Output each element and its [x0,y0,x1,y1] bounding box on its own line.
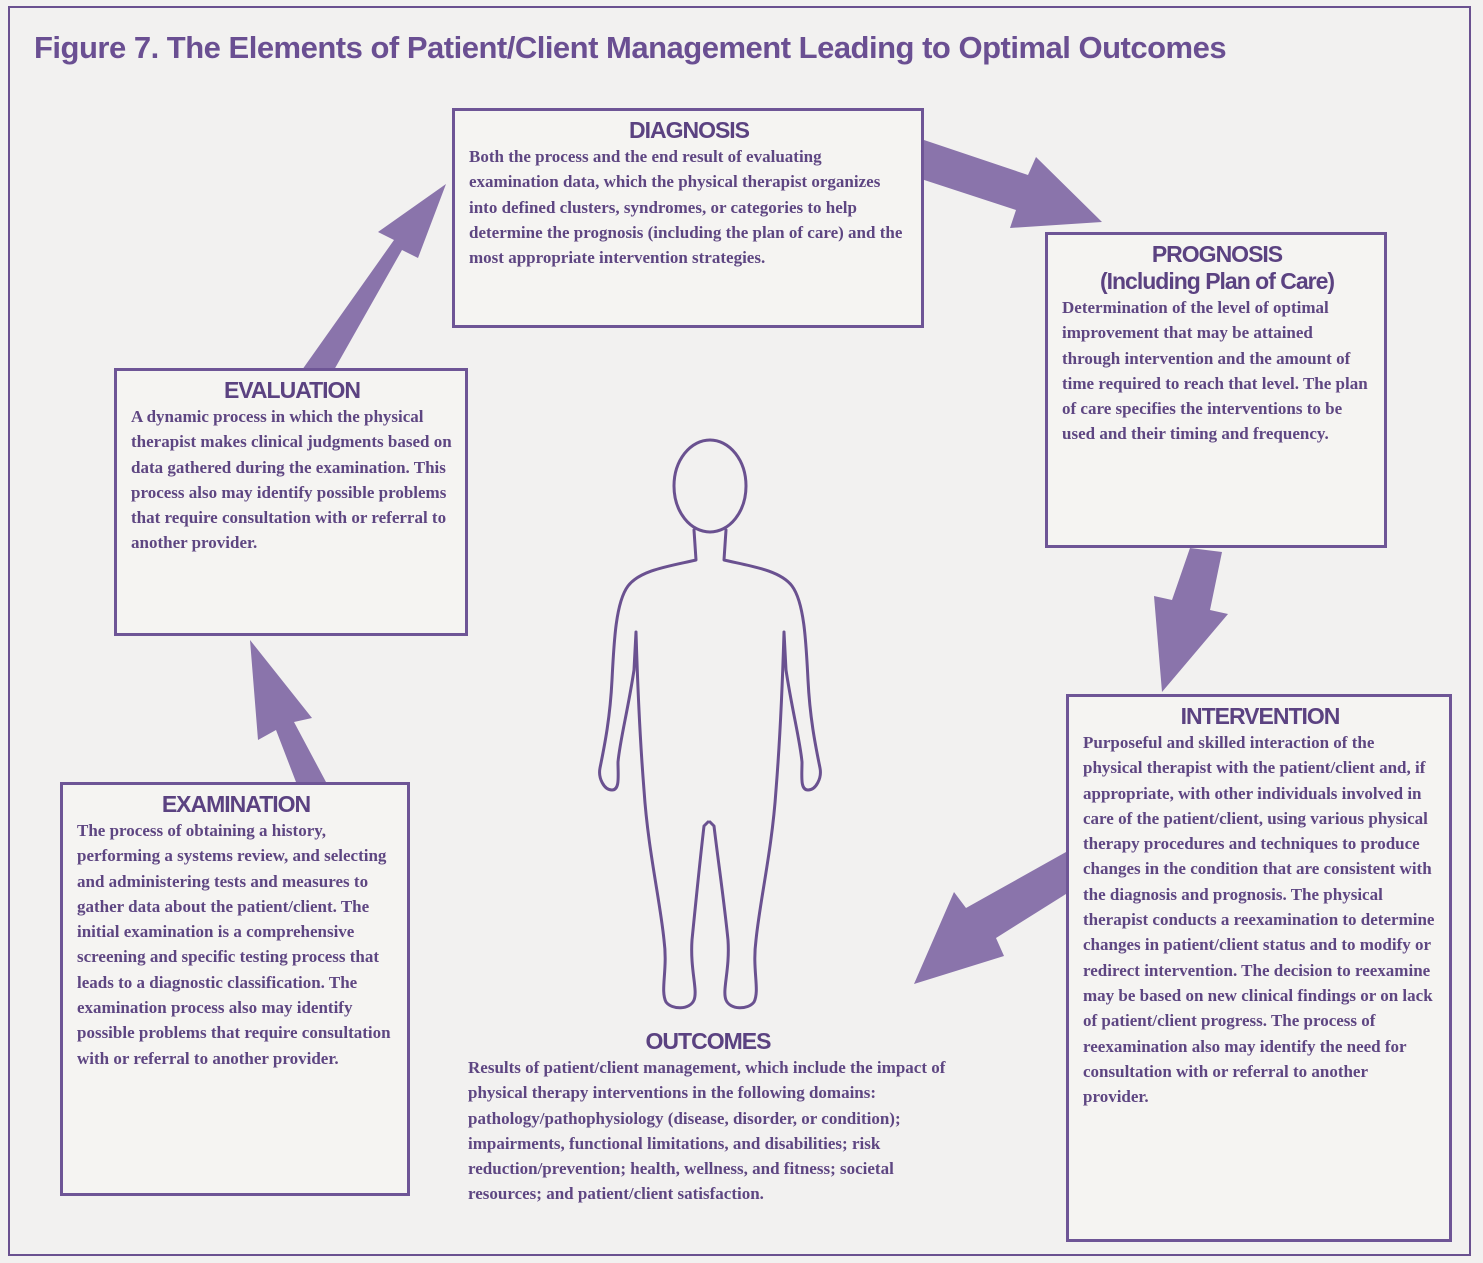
intervention-body: Purposeful and skilled interaction of th… [1083,733,1435,1107]
diagnosis-body: Both the process and the end result of e… [469,147,903,268]
examination-box: EXAMINATION The process of obtaining a h… [60,782,410,1196]
outcomes-body: Results of patient/client management, wh… [468,1058,946,1204]
examination-heading: EXAMINATION [161,791,311,817]
prognosis-body: Determination of the level of optimal im… [1062,298,1368,444]
arrow-examination-to-evaluation [250,640,326,782]
arrow-prognosis-to-intervention [1154,548,1228,692]
evaluation-box: EVALUATION A dynamic process in which th… [114,368,468,636]
figure-title: Figure 7. The Elements of Patient/Client… [34,30,1227,65]
evaluation-heading: EVALUATION [223,377,361,403]
prognosis-heading: PROGNOSIS [1151,241,1283,267]
diagnosis-box: DIAGNOSIS Both the process and the end r… [452,108,924,328]
intervention-box: INTERVENTION Purposeful and skilled inte… [1066,694,1452,1242]
outcomes-block: OUTCOMES Results of patient/client manag… [468,1028,958,1207]
evaluation-body: A dynamic process in which the physical … [131,407,452,553]
human-figure [598,438,822,1010]
outcomes-heading: OUTCOMES [645,1028,772,1054]
figure-frame [8,6,1471,1256]
arrow-diagnosis-to-prognosis [912,140,1102,228]
prognosis-box: PROGNOSIS (Including Plan of Care) Deter… [1045,232,1387,548]
intervention-heading: INTERVENTION [1180,703,1341,729]
diagnosis-heading: DIAGNOSIS [628,117,750,143]
examination-body: The process of obtaining a history, perf… [77,821,391,1068]
arrow-evaluation-to-diagnosis [302,184,446,370]
arrow-intervention-to-outcomes [914,852,1066,984]
prognosis-subheading: (Including Plan of Care) [1099,268,1335,294]
